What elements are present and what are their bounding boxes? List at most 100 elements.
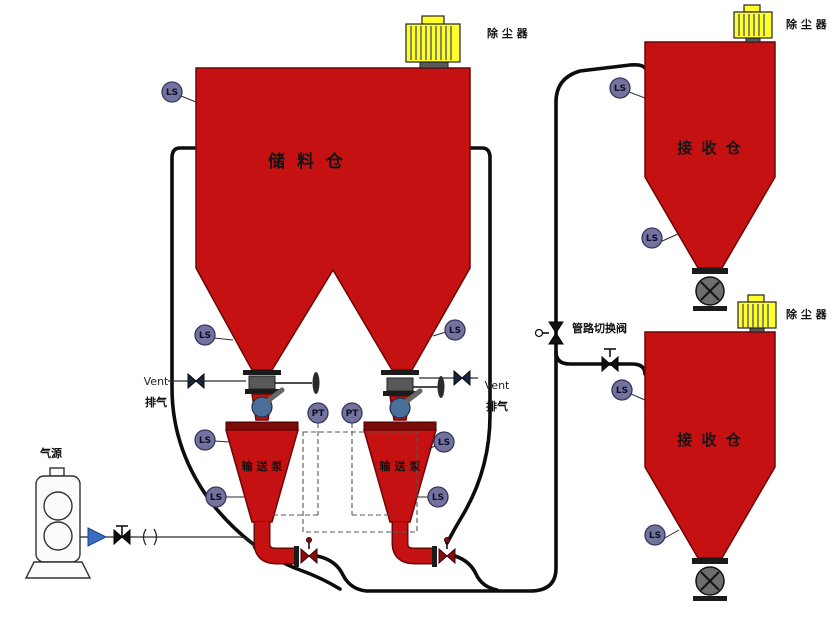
pump2-lower-flange (383, 391, 417, 396)
pipe-switch-valve-group: 管路切换阀 (534, 321, 627, 373)
pump1-handwheel-icon (312, 372, 320, 394)
vent-right-valve (461, 369, 471, 387)
vent-left-valve (187, 372, 197, 390)
ls-label: LS (199, 331, 211, 341)
air-source-label: 气源 (39, 446, 62, 460)
pump1-top-flange (225, 421, 299, 431)
ls-label: LS (649, 531, 661, 541)
level-sensor (194, 324, 216, 346)
rotary-x-icon (700, 571, 720, 591)
pipe-switch-valve (548, 321, 564, 334)
pump1-dome-valve (251, 396, 273, 418)
ls-label: LS (449, 326, 461, 336)
pressure-transmitter (341, 402, 363, 424)
pump1-outlet-valve (300, 547, 310, 565)
silo1-bottom-flange (693, 306, 727, 311)
dust-collector-cap (743, 4, 761, 13)
ls-leader (432, 331, 447, 337)
pump2-handwheel-icon (437, 376, 445, 398)
receiving-silo-bottom: 接 收 仓 (644, 331, 776, 601)
pump2-inlet-valve (386, 377, 414, 392)
ls-label: LS (646, 234, 658, 244)
main-conveying-pipe (315, 63, 647, 593)
pump2-outlet-valve (446, 547, 456, 565)
pump1-outlet-elbow (255, 522, 296, 563)
ls-label: LS (199, 436, 211, 446)
compressor-lobe (43, 521, 73, 551)
storage-silo: 储 料 仓 (195, 67, 471, 371)
vent-right-valve (453, 369, 463, 387)
ls-leader (628, 91, 646, 99)
dust-collector-housing (737, 301, 777, 329)
pump2-outlet-pipe (453, 554, 499, 592)
pipe-switch-valve (548, 332, 564, 345)
level-sensor (194, 429, 216, 451)
pump1-outlet-valve (308, 547, 318, 565)
vent-left-cn-label: 排气 (145, 395, 167, 409)
vent-left: Vent 排气 (144, 372, 246, 409)
silo1-outlet-flange (692, 268, 728, 274)
pump1-actuator (266, 387, 285, 403)
pump2-label: 输 送 泵 (380, 459, 421, 473)
rotary-x-icon (700, 281, 720, 301)
ls-label: LS (166, 88, 178, 98)
level-sensor (644, 524, 666, 546)
level-sensor (161, 81, 183, 103)
compressor-lobe (43, 491, 73, 521)
right-equalizing-pipe (445, 146, 492, 545)
flow-arrow-icon (87, 527, 108, 547)
pump2-cone (363, 429, 437, 523)
pump1-inlet-flange (243, 370, 281, 375)
ls-leader (630, 393, 646, 401)
air-ball-valve (113, 528, 123, 546)
pump2-dome-valve (389, 397, 411, 419)
pressure-transmitter (307, 402, 329, 424)
vent-right-cn-label: 排气 (486, 399, 508, 413)
level-sensor (444, 319, 466, 341)
filter-stripes-icon (742, 304, 769, 328)
branch-pipe-to-silo2 (554, 350, 647, 376)
transfer-pump-right: 输 送 泵 (363, 370, 456, 567)
dust-collector-storage-label: 除 尘 器 (487, 26, 529, 40)
receiving-silo-bottom-label: 接 收 仓 (677, 431, 742, 449)
level-sensor (609, 77, 631, 99)
dust-collector-storage: 除 尘 器 (405, 15, 529, 69)
pump2-outlet-elbow (393, 522, 434, 563)
branch-valve (609, 355, 619, 373)
level-sensor (641, 227, 663, 249)
filter-stripes-icon (738, 14, 765, 36)
pipe-switch-valve-wheel (534, 328, 544, 338)
dust-collector-top: 除 尘 器 (733, 4, 828, 43)
level-sensor (611, 379, 633, 401)
ls-label: LS (210, 493, 222, 503)
ls-leader (659, 233, 679, 243)
level-sensor (433, 431, 455, 453)
pump2-actuator (404, 388, 423, 404)
level-sensor (205, 486, 227, 508)
control-loop-box (302, 431, 418, 533)
ls-label: LS (438, 438, 450, 448)
receiving-silo-top-label: 接 收 仓 (677, 139, 742, 157)
pump2-outlet-flange (432, 546, 437, 567)
ls-label: LS (616, 386, 628, 396)
dust-collector-base (749, 327, 765, 333)
pump2-valve-handle (444, 537, 450, 543)
pressure-transmitters: PT PT (271, 402, 418, 533)
vent-left-en-label: Vent (144, 375, 169, 388)
receiving-silo-top: 接 收 仓 (644, 41, 776, 311)
level-sensors: LS LS LS LS LS LS LS LS LS LS LS (161, 77, 680, 546)
pump2-top-flange (363, 421, 437, 431)
silo2-bottom-flange (693, 596, 727, 601)
pump2-outlet-valve (438, 547, 448, 565)
dust-collector-housing (405, 23, 461, 63)
vent-right-en-label: Vent (485, 379, 510, 392)
pump1-lower-flange (245, 389, 279, 394)
pump1-inlet-valve (248, 375, 276, 390)
ls-leader (427, 445, 436, 450)
pt-label: PT (346, 409, 360, 419)
hose-coupling-icon (142, 528, 147, 546)
compressor-top-stub (49, 467, 65, 477)
compressor-base (24, 561, 92, 579)
